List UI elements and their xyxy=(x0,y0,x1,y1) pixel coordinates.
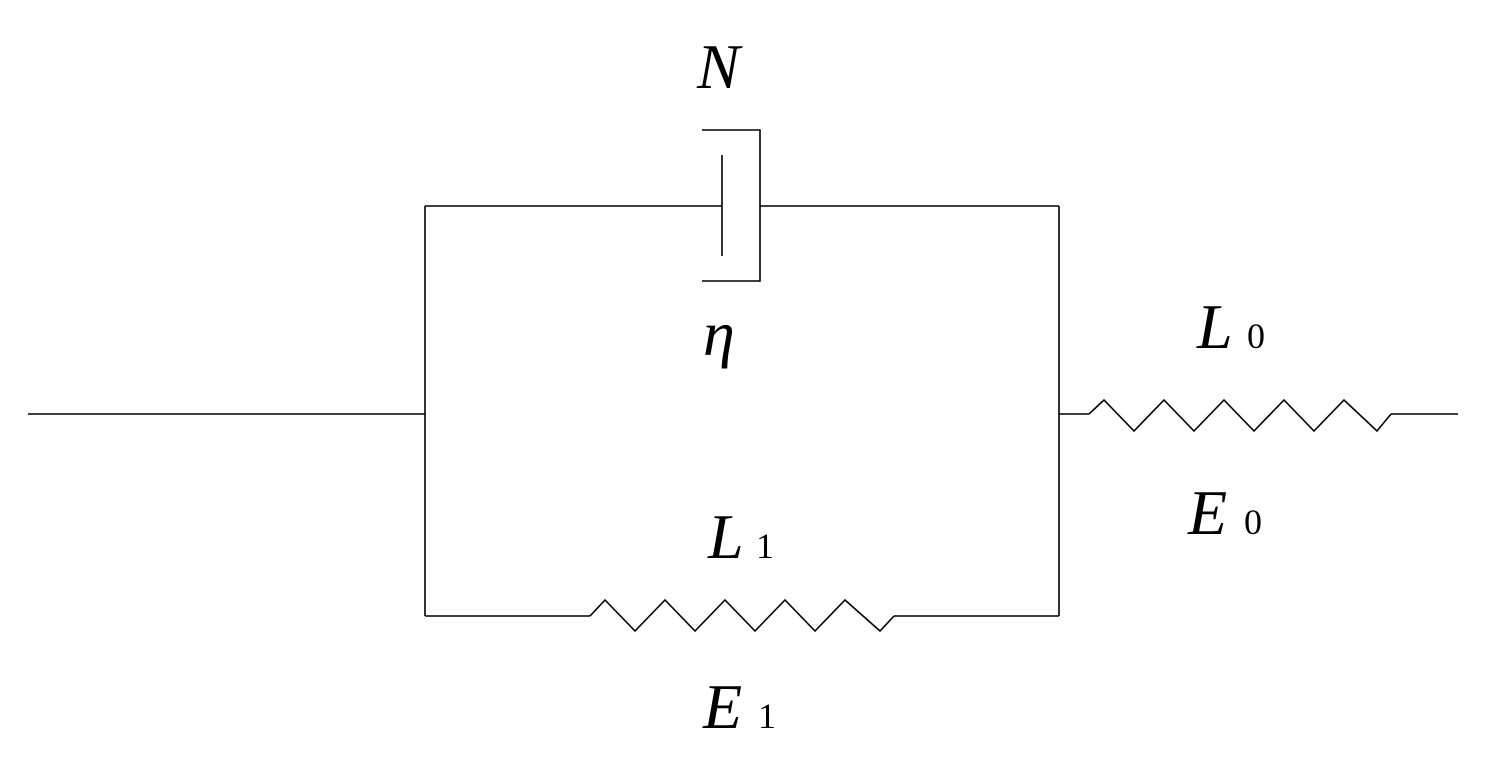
dashpot-label-n: N xyxy=(696,31,743,102)
spring-e1 xyxy=(589,598,895,633)
label-l0-main: L xyxy=(1196,291,1233,362)
dashpot-label-eta: η xyxy=(703,298,735,369)
dashpot xyxy=(702,129,761,282)
spring-e0-label-l0: L 0 xyxy=(1196,291,1265,362)
label-e1-sub: 1 xyxy=(758,696,776,736)
label-l1-sub: 1 xyxy=(756,526,774,566)
dashpot-cylinder xyxy=(702,129,761,282)
label-l1-main: L xyxy=(707,501,744,572)
spring-e0-label-e0: E 0 xyxy=(1187,477,1262,548)
label-e1-main: E xyxy=(702,671,742,742)
spring-e1-label-e1: E 1 xyxy=(702,671,776,742)
label-e0-sub: 0 xyxy=(1244,502,1262,542)
label-e0-main: E xyxy=(1187,477,1227,548)
label-l0-sub: 0 xyxy=(1247,316,1265,356)
spring-e0 xyxy=(1088,398,1392,433)
spring-e1-label-l1: L 1 xyxy=(707,501,774,572)
